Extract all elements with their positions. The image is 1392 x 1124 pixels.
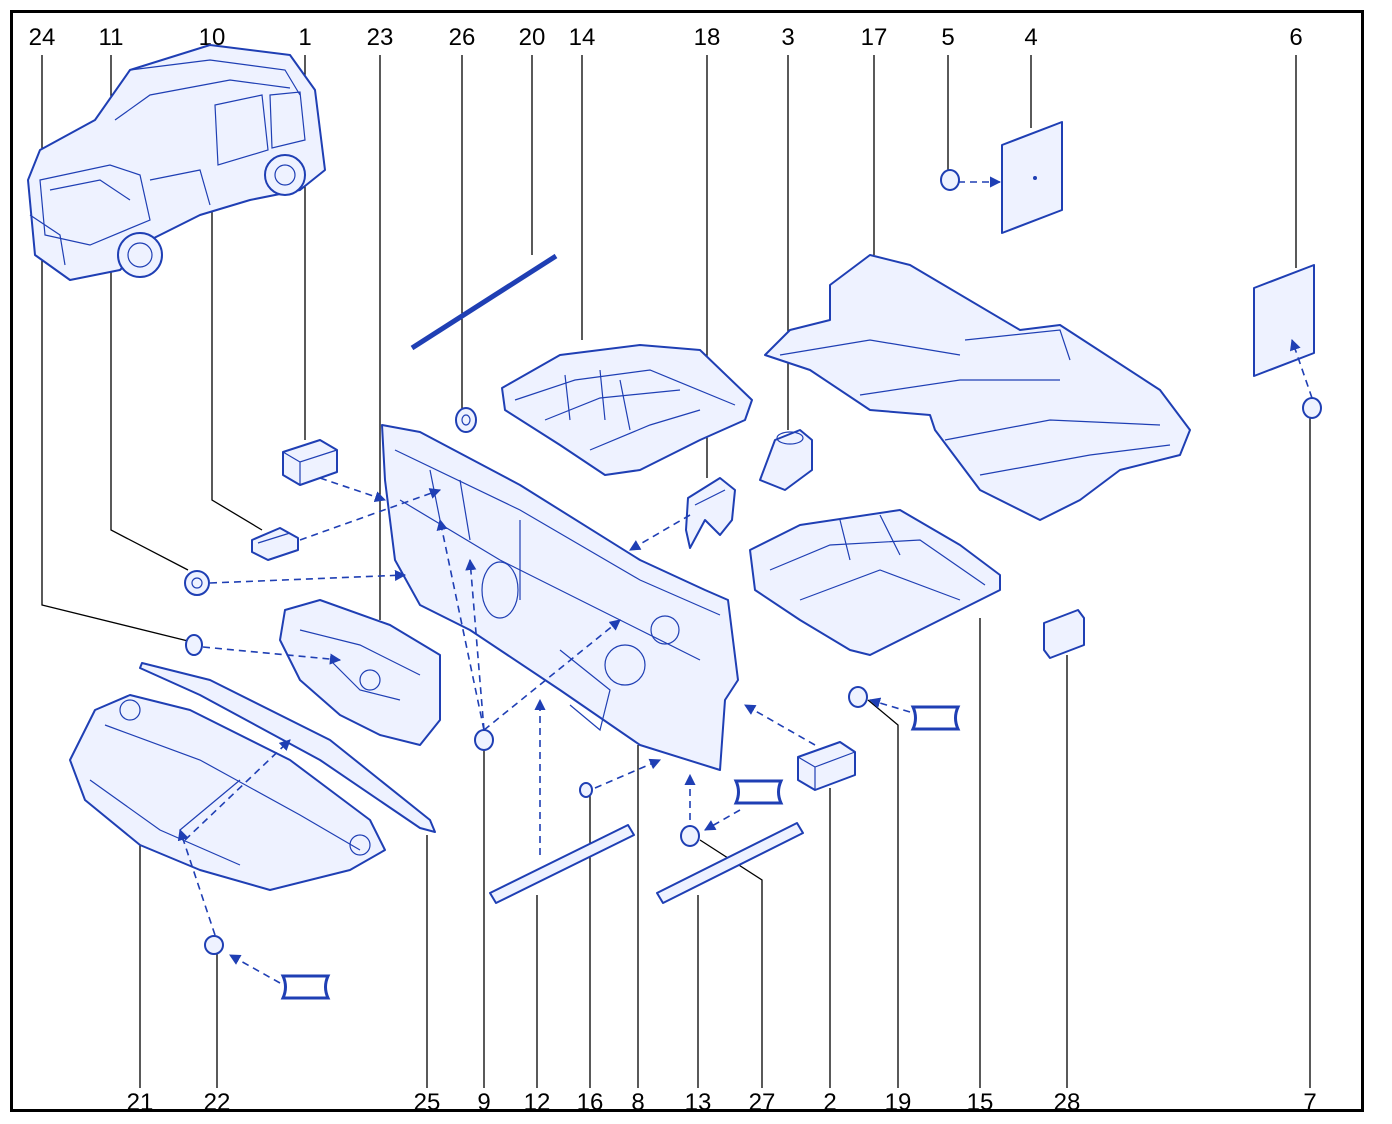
- callout-26: 26: [449, 24, 476, 51]
- callout-11: 11: [99, 24, 124, 51]
- reference-tags: [280, 705, 961, 1000]
- callout-4: 4: [1024, 24, 1037, 51]
- leader-lines: [41, 55, 1311, 1088]
- tag-near-19: [910, 705, 961, 731]
- callout-8: 8: [631, 1089, 644, 1116]
- part-12-strip: [489, 824, 635, 904]
- callout-9: 9: [477, 1089, 490, 1116]
- callout-14: 14: [569, 24, 596, 51]
- callout-28: 28: [1054, 1089, 1081, 1116]
- part-10-bracket: [251, 527, 299, 561]
- part-28-block: [1043, 609, 1085, 659]
- tag-near-22: [280, 974, 331, 1000]
- callout-16: 16: [577, 1089, 604, 1116]
- part-3-boot: [759, 429, 813, 491]
- callout-15: 15: [967, 1089, 994, 1116]
- top-callouts: 24 11 10 1 23 26 20 14 18 3 17 5 4 6: [29, 24, 1303, 51]
- part-4-pad: [1001, 121, 1063, 234]
- callout-12: 12: [524, 1089, 551, 1116]
- callout-17: 17: [861, 24, 888, 51]
- part-8-bulkhead: [381, 424, 739, 771]
- part-22-clip: [204, 935, 224, 955]
- part-9-clip: [474, 729, 494, 751]
- part-13-strip: [656, 822, 804, 904]
- part-20-strip: [410, 253, 558, 351]
- part-26-clip: [455, 407, 477, 433]
- part-5-clip: [940, 169, 960, 191]
- callout-25: 25: [414, 1089, 441, 1116]
- part-6-pad: [1253, 264, 1315, 377]
- part-11-grommet: [184, 570, 210, 596]
- part-25-strip: [139, 662, 436, 833]
- callout-6: 6: [1289, 24, 1302, 51]
- part-16-clip: [579, 782, 593, 798]
- part-7-clip: [1302, 397, 1322, 419]
- callout-19: 19: [885, 1089, 912, 1116]
- part-21-hood-insulator: [69, 694, 386, 891]
- bottom-callouts: 21 22 25 9 12 16 8 13 27 2 19 15 28 7: [127, 1089, 1317, 1116]
- part-14-floor-tray: [501, 344, 753, 476]
- assembly-arrows: [177, 176, 1313, 984]
- part-27-pad: [680, 825, 700, 847]
- vehicle-illustration: [27, 44, 326, 281]
- callout-3: 3: [781, 24, 794, 51]
- tag-near-27: [733, 779, 784, 805]
- part-23-inner-panel: [279, 599, 441, 746]
- diagram-frame: [10, 10, 1364, 1112]
- part-1-block: [282, 439, 338, 486]
- part-17-rear-floor-mat: [764, 254, 1191, 521]
- part-2-block: [797, 741, 856, 791]
- callout-5: 5: [941, 24, 954, 51]
- callout-18: 18: [694, 24, 721, 51]
- callout-21: 21: [127, 1089, 154, 1116]
- part-18-cover: [685, 477, 736, 549]
- callout-22: 22: [204, 1089, 231, 1116]
- part-19-clip: [848, 686, 868, 708]
- callout-1: 1: [298, 24, 311, 51]
- callout-24: 24: [29, 24, 56, 51]
- callout-27: 27: [749, 1089, 776, 1116]
- callout-23: 23: [367, 24, 394, 51]
- callout-13: 13: [685, 1089, 712, 1116]
- part-24-clip: [185, 634, 203, 656]
- callout-20: 20: [519, 24, 546, 51]
- part-15-front-floor-mat: [749, 509, 1001, 656]
- callout-7: 7: [1303, 1089, 1316, 1116]
- callout-2: 2: [823, 1089, 836, 1116]
